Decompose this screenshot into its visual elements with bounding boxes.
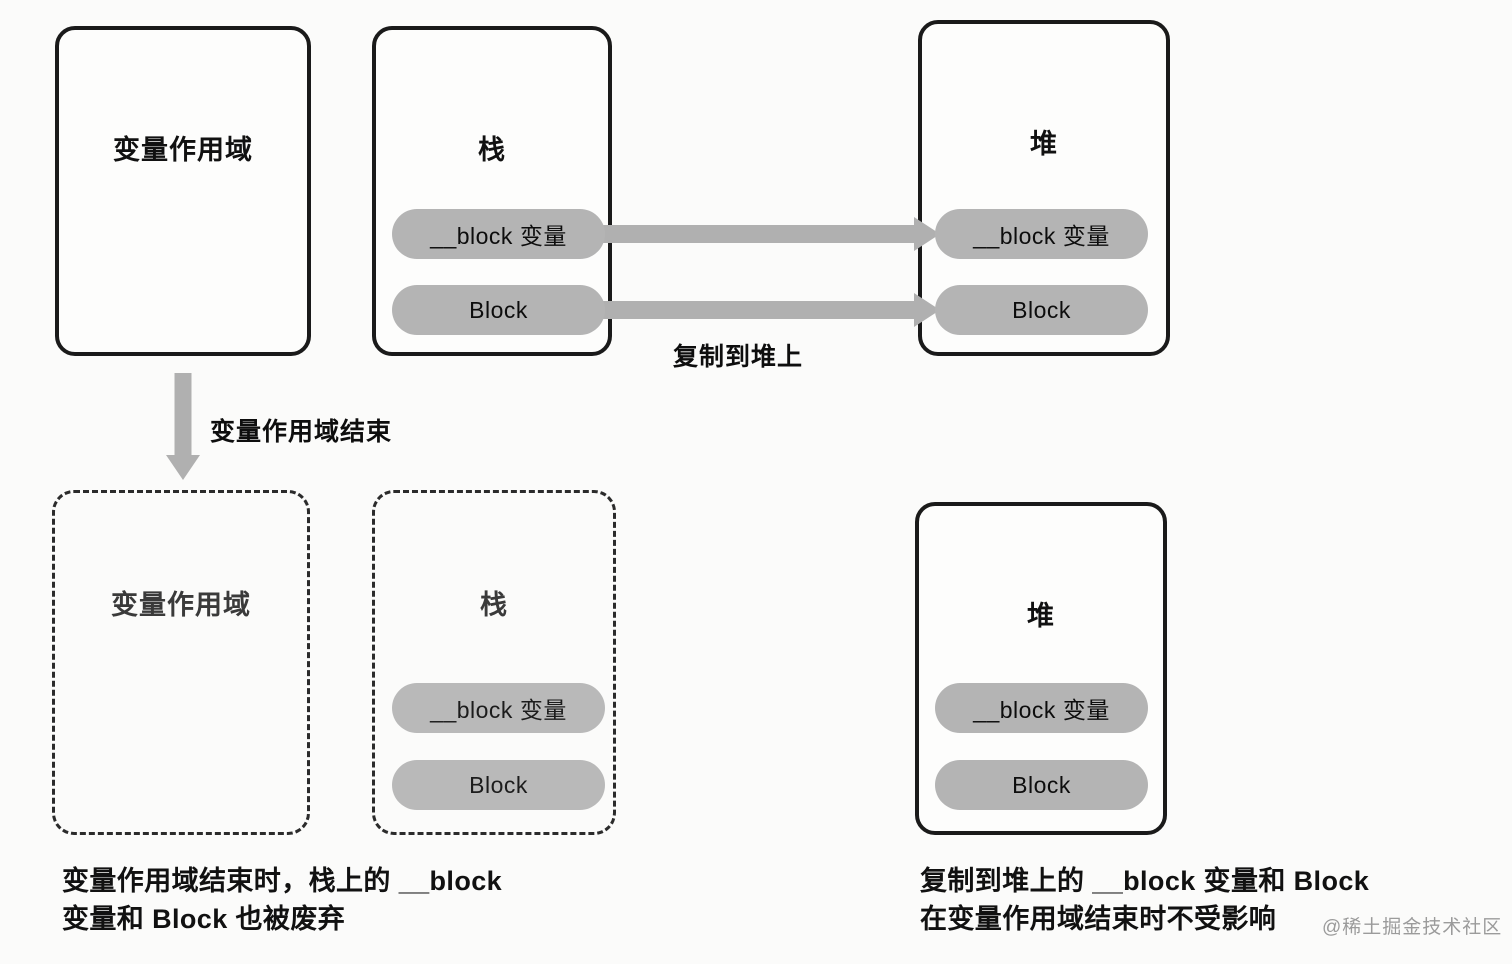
watermark: @稀土掘金技术社区 xyxy=(1322,917,1503,938)
top-heap-pill-block-variable-label: __block 变量 xyxy=(973,223,1110,249)
bottom-scope-box: 变量作用域 xyxy=(52,490,310,835)
top-stack-pill-block-variable-label: __block 变量 xyxy=(430,223,567,249)
bottom-stack-pill-block-variable-label: __block 变量 xyxy=(430,697,567,723)
bottom-heap-pill-block-variable: __block 变量 xyxy=(935,683,1148,733)
copy-arrow-block-variable-shaft xyxy=(600,225,914,243)
right-caption-line-1: 复制到堆上的 __block 变量和 Block xyxy=(920,866,1370,896)
top-stack-pill-block-label: Block xyxy=(469,296,528,323)
top-heap-box-title: 堆 xyxy=(1030,129,1058,159)
bottom-heap-pill-block-label: Block xyxy=(1012,771,1071,798)
left-caption-line-1: 变量作用域结束时，栈上的 __block xyxy=(62,866,503,896)
top-stack-pill-block-variable: __block 变量 xyxy=(392,209,605,259)
left-caption-line-2: 变量和 Block 也被废弃 xyxy=(62,904,346,935)
right-caption-line-2: 在变量作用域结束时不受影响 xyxy=(920,904,1277,935)
left-caption: 变量作用域结束时，栈上的 __block 变量和 Block 也被废弃 xyxy=(62,862,662,939)
bottom-stack-box-title: 栈 xyxy=(480,590,508,620)
copy-arrow-block-shaft xyxy=(600,301,914,319)
scope-end-label: 变量作用域结束 xyxy=(210,418,393,446)
bottom-scope-box-title: 变量作用域 xyxy=(111,590,251,620)
bottom-stack-pill-block-label: Block xyxy=(469,771,528,798)
top-stack-box-title: 栈 xyxy=(478,135,506,165)
bottom-stack-box: 栈 xyxy=(372,490,616,835)
top-heap-pill-block: Block xyxy=(935,285,1148,335)
bottom-heap-box-title: 堆 xyxy=(1027,601,1055,631)
copy-to-heap-label: 复制到堆上 xyxy=(673,343,804,371)
top-stack-pill-block: Block xyxy=(392,285,605,335)
top-scope-box: 变量作用域 xyxy=(55,26,311,356)
scope-end-arrow-shaft xyxy=(174,373,192,455)
bottom-heap-pill-block: Block xyxy=(935,760,1148,810)
right-caption: 复制到堆上的 __block 变量和 Block 在变量作用域结束时不受影响 xyxy=(920,862,1500,939)
bottom-heap-pill-block-variable-label: __block 变量 xyxy=(973,697,1110,723)
scope-end-arrow-head xyxy=(166,455,200,480)
bottom-stack-pill-block-variable: __block 变量 xyxy=(392,683,605,733)
top-heap-pill-block-label: Block xyxy=(1012,296,1071,323)
scope-end-arrow xyxy=(165,373,201,480)
top-scope-box-title: 变量作用域 xyxy=(113,135,253,165)
top-heap-pill-block-variable: __block 变量 xyxy=(935,209,1148,259)
bottom-stack-pill-block: Block xyxy=(392,760,605,810)
